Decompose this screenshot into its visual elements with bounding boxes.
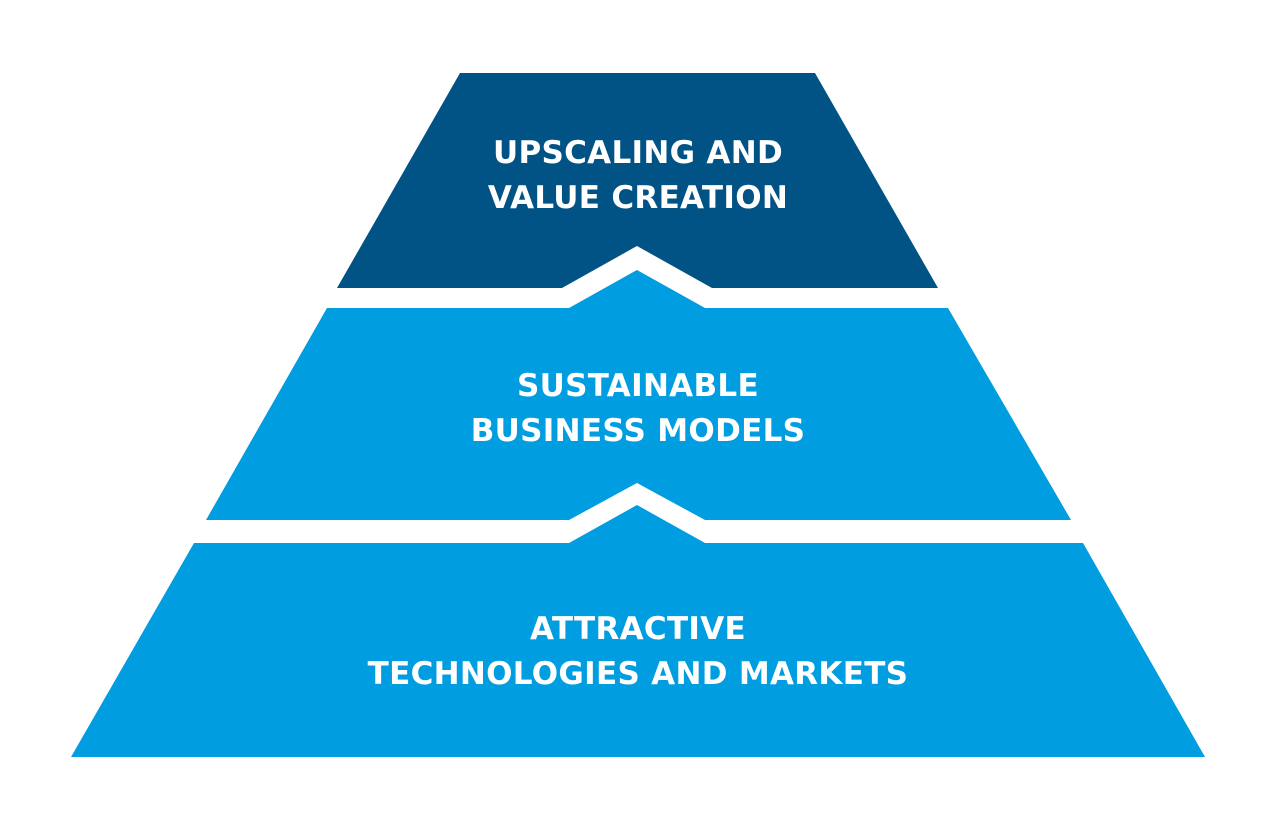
pyramid-tier-bottom-label-line2: TECHNOLOGIES AND MARKETS [368,656,909,692]
pyramid-tier-middle-shape [206,270,1071,520]
pyramid-tier-top-label-line1: UPSCALING AND [493,135,783,171]
pyramid-tier-top-shape [337,73,938,288]
pyramid-tier-bottom: ATTRACTIVE TECHNOLOGIES AND MARKETS [71,505,1205,757]
pyramid-tier-bottom-shape [71,505,1205,757]
pyramid-tier-middle-label-line1: SUSTAINABLE [517,368,759,404]
pyramid-tier-top-label-line2: VALUE CREATION [488,180,788,216]
pyramid-tier-middle: SUSTAINABLE BUSINESS MODELS [206,270,1071,520]
pyramid-tier-middle-label-line2: BUSINESS MODELS [471,413,806,449]
pyramid-tier-bottom-label-line1: ATTRACTIVE [530,611,746,647]
pyramid-tier-top: UPSCALING AND VALUE CREATION [337,73,938,288]
